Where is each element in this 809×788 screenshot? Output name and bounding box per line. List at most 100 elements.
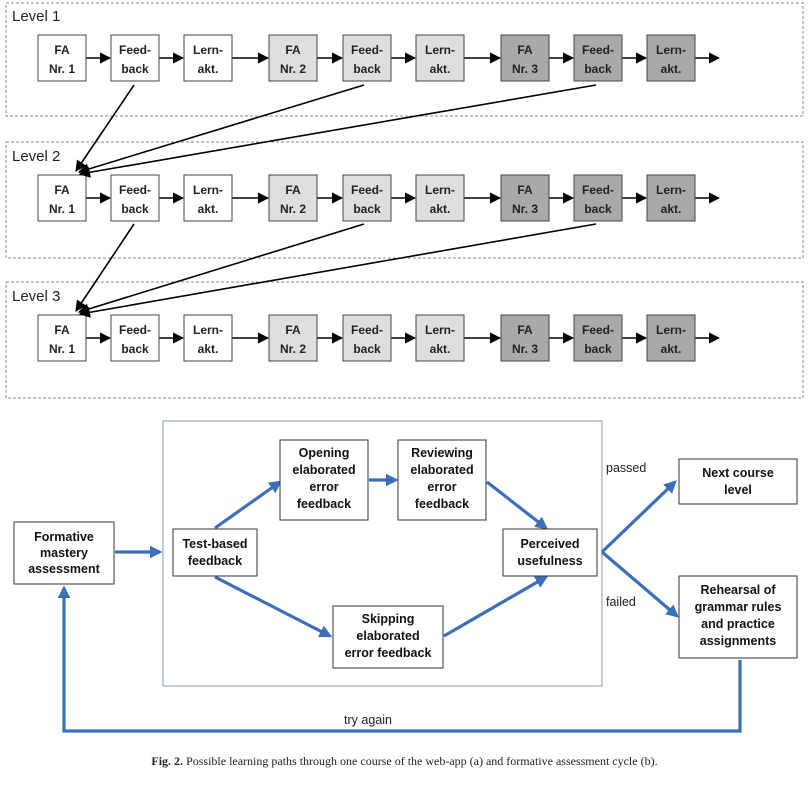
svg-text:Next course: Next course [702, 466, 774, 480]
node-label-line2: back [353, 202, 381, 216]
level-3-node-3: Lern-akt. [183, 314, 233, 362]
level-2-node-9: Lern-akt. [646, 174, 696, 222]
arrow-feedback-to-skipping [214, 575, 333, 638]
svg-text:elaborated: elaborated [410, 463, 473, 477]
svg-text:feedback: feedback [188, 554, 242, 568]
back-arrow [75, 223, 135, 312]
svg-text:grammar rules: grammar rules [695, 600, 782, 614]
test-based-feedback-box: Test-based feedback [172, 528, 258, 577]
perceived-usefulness-box: Perceived usefulness [502, 528, 598, 577]
svg-text:Reviewing: Reviewing [411, 446, 473, 460]
back-arrows-level-1-to-2 [75, 84, 597, 178]
node-label-line2: back [584, 62, 612, 76]
level-2-node-3: Lern-akt. [183, 174, 233, 222]
node-label-line2: akt. [198, 62, 219, 76]
level-2-node-8: Feed-back [573, 174, 623, 222]
figure-caption: Fig. 2. Possible learning paths through … [0, 754, 809, 769]
node-label-line2: akt. [198, 342, 219, 356]
back-arrow [78, 223, 597, 318]
arrow-feedback-to-opening [214, 480, 283, 530]
node-label-line1: FA [54, 43, 70, 57]
rehearsal-box: Rehearsal of grammar rules and practice … [678, 575, 798, 659]
node-label-line1: FA [285, 43, 301, 57]
level-1-node-8: Feed-back [573, 34, 623, 82]
level-3-node-5: Feed-back [342, 314, 392, 362]
back-arrow [77, 84, 365, 175]
level-1-row: FA Nr. 1 Feed-back Lern-akt. FA Nr. 2 Feed-bac… [37, 34, 721, 82]
node-label-line2: Nr. 1 [49, 62, 75, 76]
skipping-feedback-box: Skipping elaborated error feedback [332, 605, 444, 669]
label-failed: failed [606, 595, 636, 609]
arrow-try-again-loop [57, 585, 742, 733]
back-arrows-level-2-to-3 [75, 223, 597, 318]
svg-text:assessment: assessment [28, 562, 100, 576]
level-3-node-8: Feed-back [573, 314, 623, 362]
level-3-frame [5, 281, 804, 399]
level-1-node-7: FA Nr. 3 [500, 34, 550, 82]
node-label-line2: back [353, 62, 381, 76]
back-arrow [75, 84, 135, 172]
node-label-line2: akt. [430, 342, 451, 356]
node-label-line1: Lern- [656, 43, 686, 57]
svg-text:usefulness: usefulness [517, 554, 582, 568]
back-arrow [78, 84, 597, 178]
level-1-title: Level 1 [12, 8, 60, 25]
back-arrow [77, 223, 365, 315]
level-3-node-9: Lern-akt. [646, 314, 696, 362]
level-2-node-2: Feed-back [110, 174, 160, 222]
svg-text:error feedback: error feedback [345, 646, 432, 660]
label-passed: passed [606, 461, 646, 475]
node-label-line2: back [584, 342, 612, 356]
svg-text:Rehearsal of: Rehearsal of [700, 583, 776, 597]
node-label-line1: Lern- [193, 43, 223, 57]
level-3-node-6: Lern-akt. [415, 314, 465, 362]
level-1-node-3: Lern-akt. [183, 34, 233, 82]
arrow-passed-to-next-level [600, 480, 677, 554]
node-label-line2: Nr. 2 [280, 62, 306, 76]
level-1-node-1: FA Nr. 1 [37, 34, 87, 82]
node-label-line1: FA [517, 323, 533, 337]
svg-text:elaborated: elaborated [356, 629, 419, 643]
svg-text:Skipping: Skipping [362, 612, 415, 626]
svg-text:elaborated: elaborated [292, 463, 355, 477]
level-3-title: Level 3 [12, 288, 60, 305]
svg-text:Opening: Opening [299, 446, 350, 460]
arrow-reviewing-to-perceived [486, 480, 549, 530]
node-label-line1: Feed- [582, 183, 614, 197]
caption-label: Fig. 2. [151, 754, 184, 768]
node-label-line1: Lern- [193, 323, 223, 337]
arrow-skipping-to-perceived [443, 575, 549, 638]
node-label-line1: Lern- [656, 183, 686, 197]
svg-text:Test-based: Test-based [182, 537, 247, 551]
node-label-line1: Feed- [351, 323, 383, 337]
node-label-line1: Feed- [582, 323, 614, 337]
opening-feedback-box: Opening elaborated error feedback [279, 439, 369, 521]
node-label-line2: back [121, 342, 149, 356]
svg-text:assignments: assignments [700, 634, 776, 648]
node-label-line2: Nr. 2 [280, 342, 306, 356]
node-label-line2: Nr. 2 [280, 202, 306, 216]
node-label-line1: Lern- [425, 183, 455, 197]
node-label-line2: Nr. 3 [512, 62, 538, 76]
svg-text:feedback: feedback [415, 497, 469, 511]
svg-text:level: level [724, 483, 752, 497]
reviewing-feedback-box: Reviewing elaborated error feedback [397, 439, 487, 521]
level-2-node-6: Lern-akt. [415, 174, 465, 222]
node-label-line1: FA [517, 43, 533, 57]
svg-text:error: error [427, 480, 456, 494]
node-label-line1: Lern- [656, 323, 686, 337]
level-1-node-2: Feed-back [110, 34, 160, 82]
node-label-line1: FA [54, 183, 70, 197]
node-label-line1: Lern- [425, 323, 455, 337]
node-label-line2: back [584, 202, 612, 216]
node-label-line2: akt. [661, 342, 682, 356]
node-label-line2: akt. [661, 62, 682, 76]
label-try-again: try again [344, 713, 392, 727]
caption-text: Possible learning paths through one cour… [186, 754, 658, 768]
node-label-line2: akt. [430, 62, 451, 76]
